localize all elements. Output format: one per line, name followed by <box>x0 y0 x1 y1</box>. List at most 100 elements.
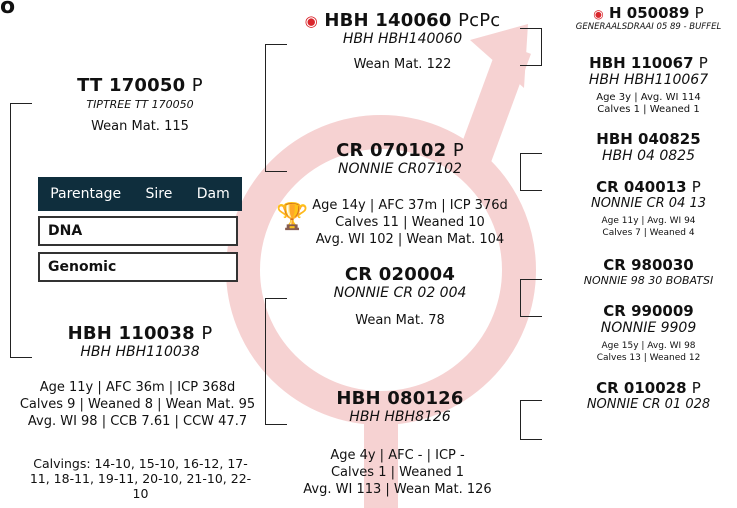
g3c-sub: HBH 04 0825 <box>601 148 695 164</box>
sire-sub: TIPTREE TT 170050 <box>86 98 194 111</box>
animal-stats-3: Avg. WI 98 | CCB 7.61 | CCW 47.7 <box>27 414 248 429</box>
g3d-name: CR 040013 <box>596 178 687 196</box>
g3g-sub: NONNIE CR 01 028 <box>586 397 711 412</box>
g3f-card[interactable]: CR 990009 NONNIE 9909 Age 15y | Avg. WI … <box>560 302 737 364</box>
ss-card[interactable]: ◉ HBH 140060 PcPc HBH HBH140060 Wean Mat… <box>290 10 515 72</box>
g3-bracket1-bottom <box>520 65 542 66</box>
g3-bracket4-top <box>520 400 542 401</box>
g3f-stats-2: Calves 13 | Weaned 12 <box>596 353 701 363</box>
dd-stats: Age 4y | AFC - | ICP - Calves 1 | Weaned… <box>285 447 510 498</box>
g3-bracket3-top <box>520 279 542 280</box>
ds-card[interactable]: CR 020004 NONNIE CR 02 004 Wean Mat. 78 <box>295 264 505 328</box>
g3f-name: CR 990009 <box>603 302 694 320</box>
g3g-name: CR 010028 <box>596 379 687 397</box>
g3a-suffix: P <box>694 4 704 22</box>
animal-calvings: Calvings: 14-10, 15-10, 16-12, 17-11, 18… <box>29 456 252 501</box>
g3b-sub: HBH HBH110067 <box>588 72 709 88</box>
g3-bracket2-v <box>520 153 521 191</box>
bracket-vertical <box>10 103 11 358</box>
dd-sub: HBH HBH8126 <box>349 409 451 425</box>
dd-name: HBH 080126 <box>336 388 464 409</box>
sd-stats: Age 14y | AFC 37m | ICP 376d Calves 11 |… <box>305 197 515 248</box>
ds-sub: NONNIE CR 02 004 <box>333 285 467 301</box>
g3b-suffix: P <box>698 54 708 72</box>
tab-parentage[interactable]: Parentage <box>50 186 122 202</box>
bracket-top <box>10 103 32 104</box>
sire-name: TT 170050 <box>77 75 186 96</box>
dd-stats-2: Calves 1 | Weaned 1 <box>330 465 465 480</box>
g3d-stats-1: Age 11y | Avg. WI 94 <box>601 216 696 226</box>
sd-stats-3: Avg. WI 102 | Wean Mat. 104 <box>315 232 505 247</box>
animal-name: HBH 110038 <box>67 323 195 344</box>
g3-bracket2-top <box>520 153 542 154</box>
animal-sub: HBH HBH110038 <box>80 344 200 360</box>
g3e-card[interactable]: CR 980030 NONNIE 98 30 BOBATSI <box>560 256 737 287</box>
genomic-row[interactable]: Genomic <box>38 252 238 282</box>
g3g-card[interactable]: CR 010028 P NONNIE CR 01 028 <box>560 379 737 412</box>
dam-bracket-v <box>265 298 266 425</box>
g3g-suffix: P <box>691 379 701 397</box>
g3d-stats-2: Calves 7 | Weaned 4 <box>602 228 695 238</box>
sd-stats-1: Age 14y | AFC 37m | ICP 376d <box>312 198 508 213</box>
g3c-card[interactable]: HBH 040825 HBH 04 0825 <box>560 130 737 164</box>
g3d-sub: NONNIE CR 04 13 <box>590 196 707 211</box>
g3d-suffix: P <box>691 178 701 196</box>
sd-name: CR 070102 <box>336 140 447 161</box>
g3a-sub: GENERAALSDRAAI 05 89 - BUFFEL <box>575 22 722 32</box>
g3f-stats-1: Age 15y | Avg. WI 98 <box>601 341 696 351</box>
sire-wean: Wean Mat. 115 <box>91 119 189 134</box>
sd-suffix: P <box>452 140 464 161</box>
g3e-name: CR 980030 <box>603 256 694 274</box>
sd-stats-2: Calves 11 | Weaned 10 <box>335 215 485 230</box>
sire-bracket-bottom <box>265 171 287 172</box>
g3-bracket1-top <box>520 28 542 29</box>
ds-name: CR 020004 <box>344 264 456 285</box>
sd-sub: NONNIE CR07102 <box>338 161 462 177</box>
dam-bracket-bottom <box>265 424 287 425</box>
g3-bracket3-v <box>520 279 521 317</box>
corner-letter: o <box>0 0 16 19</box>
dd-stats-1: Age 4y | AFC - | ICP - <box>330 448 465 463</box>
g3-bracket2-bottom <box>520 190 542 191</box>
sire-bracket-top <box>265 44 287 45</box>
g3b-name: HBH 110067 <box>589 54 694 72</box>
ss-sub: HBH HBH140060 <box>342 31 463 47</box>
g3-bracket4-bottom <box>520 439 542 440</box>
sd-card[interactable]: CR 070102 P NONNIE CR07102 <box>295 140 505 177</box>
g3e-sub: NONNIE 98 30 BOBATSI <box>583 274 714 287</box>
gt-icon: ◉ <box>304 12 318 30</box>
sire-card[interactable]: TT 170050 P TIPTREE TT 170050 Wean Mat. … <box>40 75 240 134</box>
animal-card[interactable]: HBH 110038 P HBH HBH110038 <box>35 323 245 360</box>
ss-wean: Wean Mat. 122 <box>353 57 452 72</box>
g3-bracket4-v <box>520 400 521 440</box>
animal-stats-2: Calves 9 | Weaned 8 | Wean Mat. 95 <box>19 397 256 412</box>
g3b-stats-2: Calves 1 | Weaned 1 <box>597 104 700 115</box>
bracket-bottom <box>10 357 32 358</box>
g3a-name: H 050089 <box>609 4 690 22</box>
ds-wean: Wean Mat. 78 <box>355 313 445 328</box>
g3f-sub: NONNIE 9909 <box>600 320 697 336</box>
dd-card[interactable]: HBH 080126 HBH HBH8126 <box>295 388 505 425</box>
g3-bracket1-v <box>541 28 542 66</box>
trophy-icon: 🏆 <box>276 202 309 232</box>
sire-bracket-v <box>265 44 266 172</box>
dam-bracket-top <box>265 298 287 299</box>
dd-stats-3: Avg. WI 113 | Wean Mat. 126 <box>303 482 492 497</box>
animal-suffix: P <box>201 323 213 344</box>
ss-suffix: PcPc <box>458 10 501 31</box>
parentage-tabs: Parentage Sire Dam <box>38 177 242 211</box>
dna-row[interactable]: DNA <box>38 216 238 246</box>
gt-icon: ◉ <box>593 7 604 21</box>
g3b-card[interactable]: HBH 110067 P HBH HBH110067 Age 3y | Avg.… <box>560 54 737 116</box>
g3d-card[interactable]: CR 040013 P NONNIE CR 04 13 Age 11y | Av… <box>560 178 737 239</box>
tab-sire[interactable]: Sire <box>145 186 173 202</box>
animal-stats-1: Age 11y | AFC 36m | ICP 368d <box>39 380 236 395</box>
g3a-card[interactable]: ◉ H 050089 P GENERAALSDRAAI 05 89 - BUFF… <box>560 4 737 32</box>
g3c-name: HBH 040825 <box>596 130 701 148</box>
ss-name: HBH 140060 <box>324 10 452 31</box>
tab-dam[interactable]: Dam <box>196 186 230 202</box>
g3-bracket3-bottom <box>520 316 542 317</box>
animal-stats: Age 11y | AFC 36m | ICP 368d Calves 9 | … <box>0 379 275 430</box>
g3b-stats-1: Age 3y | Avg. WI 114 <box>596 92 701 103</box>
